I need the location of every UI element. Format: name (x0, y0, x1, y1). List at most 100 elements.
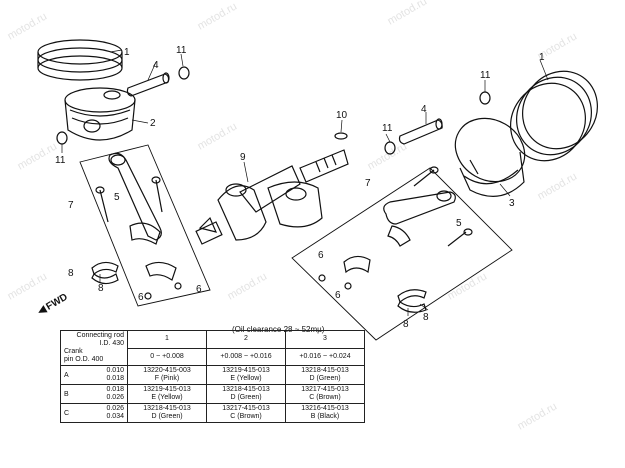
part-number: 13220-415-003 (143, 367, 191, 375)
table-col-header-3: 3 (285, 330, 365, 349)
bearing-code: E (Yellow) (230, 375, 262, 383)
part-number: 13218-415-013 (222, 386, 270, 394)
callouts: 1 2 4 11 11 7 5 8 8 6 6 9 10 11 4 11 1 3… (55, 45, 545, 330)
table-corner-pin: pin O.D. 400 (64, 356, 104, 364)
watermark: motod.ru (6, 270, 50, 302)
callout-2: 2 (150, 118, 156, 129)
callout-4-left: 4 (153, 60, 159, 71)
callout-7-right: 7 (365, 178, 371, 189)
callout-4-right: 4 (421, 104, 427, 115)
leader-lines (61, 49, 549, 316)
row-label: C (64, 410, 70, 418)
watermark: motod.ru (366, 140, 410, 172)
crankshaft (195, 149, 349, 245)
bearing-code: C (Brown) (309, 394, 341, 402)
bearing-code: D (Green) (309, 375, 341, 383)
bearing-left (91, 261, 119, 285)
callout-6-right-b: 6 (335, 290, 341, 301)
watermark: motod.ru (196, 0, 240, 32)
watermark: motod.ru (6, 10, 50, 42)
callout-5-right: 5 (456, 218, 462, 229)
circlip-left-top (178, 66, 190, 80)
part-number: 13216-415-013 (301, 405, 349, 413)
callout-8-right-a: 8 (403, 319, 409, 330)
key (334, 132, 348, 140)
callout-3: 3 (509, 198, 515, 209)
watermark: motod.ru (446, 270, 490, 302)
part-number: 13219-415-013 (222, 367, 270, 375)
watermark: motod.ru (516, 400, 560, 432)
callout-8-left-a: 8 (68, 268, 74, 279)
callout-6-left: 6 (138, 292, 144, 303)
bearing-right (397, 289, 427, 313)
row-range-min: 0.026 (106, 405, 124, 413)
table-corner-rod: Connecting rod I.D. 430 (76, 332, 124, 348)
row-range-max: 0.034 (106, 413, 124, 421)
callout-1-left: 1 (124, 47, 130, 58)
callout-11-left-top: 11 (176, 45, 187, 56)
table-col-range-2: +0.008 ~ +0.016 (206, 347, 286, 367)
watermark: motod.ru (386, 0, 430, 28)
bearing-code: D (Green) (230, 394, 262, 402)
rod-assembly-left (79, 144, 211, 307)
part-number: 13217-415-013 (301, 386, 349, 394)
table-col-header-1: 1 (127, 330, 207, 349)
table-corner-crank: Crank (64, 348, 83, 356)
table-col-range-1: 0 ~ +0.008 (127, 347, 207, 367)
callout-11-right: 11 (480, 70, 491, 81)
callout-11-right-pin: 11 (382, 123, 393, 134)
row-range-min: 0.010 (106, 367, 124, 375)
circlip-left-bottom (56, 131, 68, 145)
oil-clearance-note: (Oil clearance 28 ~ 52mµ) (232, 325, 325, 334)
part-number: 13218-415-013 (301, 367, 349, 375)
callout-6-left-b: 6 (196, 284, 202, 295)
callout-11-left-bottom: 11 (55, 155, 66, 166)
watermark: motod.ru (226, 270, 270, 302)
part-number: 13217-415-013 (222, 405, 270, 413)
piston-pin-left (126, 72, 170, 97)
bearing-code: F (Pink) (154, 375, 180, 383)
row-range-max: 0.026 (106, 394, 124, 402)
table-col-header-2: 2 (206, 330, 286, 349)
table-col-range-3: +0.016 ~ +0.024 (285, 347, 365, 367)
watermark: motod.ru (16, 140, 60, 172)
row-range-max: 0.018 (106, 375, 124, 383)
rod-assembly-right (291, 166, 513, 341)
bearing-code: E (Yellow) (151, 394, 183, 402)
row-label: A (64, 372, 69, 380)
bearing-code: C (Brown) (230, 413, 262, 421)
bearing-selection-table: Connecting rod I.D. 430 Crank pin O.D. 4… (60, 329, 365, 424)
part-number: 13219-415-013 (143, 386, 191, 394)
callout-8-right-b: 8 (423, 312, 429, 323)
callout-7-left: 7 (68, 200, 74, 211)
watermark: motod.ru (536, 170, 580, 202)
piston-left (64, 87, 136, 141)
part-number: 13218-415-013 (143, 405, 191, 413)
callout-6-right-a: 6 (318, 250, 324, 261)
watermark: motod.ru (196, 120, 240, 152)
callout-9: 9 (240, 152, 246, 163)
piston-right (454, 117, 526, 197)
callout-5-left: 5 (114, 192, 120, 203)
bearing-code: D (Green) (151, 413, 183, 421)
row-label: B (64, 391, 69, 399)
callout-8-left-b: 8 (98, 283, 104, 294)
circlip-right (479, 91, 491, 105)
piston-rings-right (510, 70, 598, 162)
callout-10: 10 (336, 110, 348, 121)
table-corner: Connecting rod I.D. 430 Crank pin O.D. 4… (60, 329, 128, 367)
piston-pin-right (398, 118, 443, 145)
